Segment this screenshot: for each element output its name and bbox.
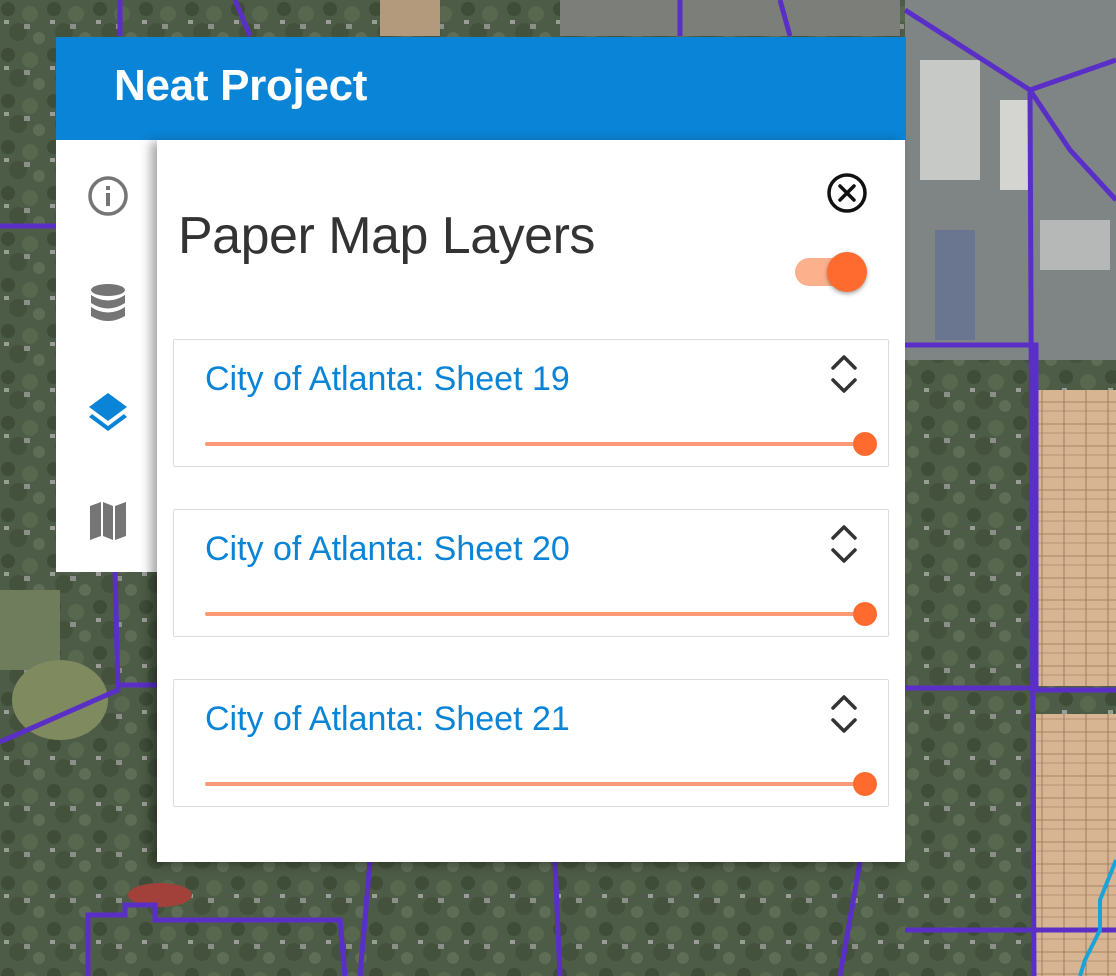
info-icon bbox=[88, 176, 128, 216]
app-title: Neat Project bbox=[114, 61, 368, 110]
sidebar-item-data[interactable] bbox=[56, 250, 160, 358]
slider-thumb[interactable] bbox=[853, 772, 877, 796]
layer-name[interactable]: City of Atlanta: Sheet 20 bbox=[205, 530, 570, 568]
database-icon bbox=[91, 284, 125, 321]
app-header: Neat Project bbox=[56, 37, 906, 140]
sidebar-item-layers[interactable] bbox=[56, 358, 160, 466]
map-icon bbox=[90, 502, 126, 540]
layer-name[interactable]: City of Atlanta: Sheet 21 bbox=[205, 700, 570, 738]
sidebar-item-info[interactable] bbox=[56, 142, 160, 250]
layer-card: City of Atlanta: Sheet 21 bbox=[173, 679, 889, 807]
chevron-up-down-icon bbox=[831, 525, 857, 563]
chevron-up-down-icon bbox=[831, 355, 857, 393]
layer-card: City of Atlanta: Sheet 19 bbox=[173, 339, 889, 467]
opacity-slider[interactable] bbox=[205, 766, 877, 802]
slider-fill bbox=[205, 782, 865, 786]
reorder-handle[interactable] bbox=[824, 520, 864, 568]
chevron-up-down-icon bbox=[831, 695, 857, 733]
opacity-slider[interactable] bbox=[205, 596, 877, 632]
layer-name[interactable]: City of Atlanta: Sheet 19 bbox=[205, 360, 570, 398]
layers-icon bbox=[89, 393, 127, 431]
slider-thumb[interactable] bbox=[853, 602, 877, 626]
opacity-slider[interactable] bbox=[205, 426, 877, 462]
reorder-handle[interactable] bbox=[824, 350, 864, 398]
close-circle-icon bbox=[827, 173, 867, 213]
slider-fill bbox=[205, 612, 865, 616]
master-layers-toggle[interactable] bbox=[793, 246, 869, 294]
sidebar bbox=[56, 140, 160, 572]
slider-fill bbox=[205, 442, 865, 446]
toggle-knob bbox=[827, 252, 867, 292]
close-button[interactable] bbox=[825, 171, 869, 215]
layer-card: City of Atlanta: Sheet 20 bbox=[173, 509, 889, 637]
panel-title: Paper Map Layers bbox=[178, 207, 595, 265]
layers-panel: Paper Map Layers City of Atlanta: Sheet … bbox=[157, 140, 905, 862]
sidebar-item-map[interactable] bbox=[56, 466, 160, 574]
reorder-handle[interactable] bbox=[824, 690, 864, 738]
slider-thumb[interactable] bbox=[853, 432, 877, 456]
